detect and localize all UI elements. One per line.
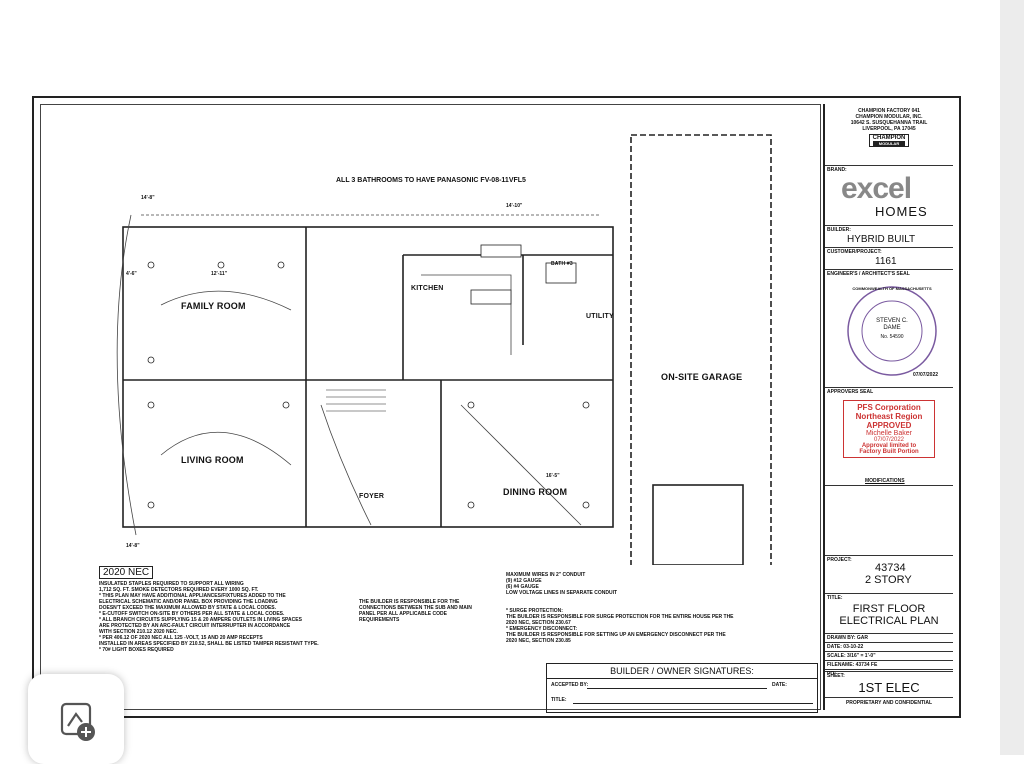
champion-logo: CHAMPION MODULAR (868, 134, 910, 147)
room-dining: DINING ROOM (503, 487, 568, 497)
dim-label: 12'-11" (211, 271, 228, 277)
approvers-cell: APPROVERS SEAL PFS Corporation Northeast… (825, 388, 953, 486)
kitchen-island (470, 289, 512, 305)
room-utility: UTILITY (586, 313, 614, 320)
house-outline (122, 226, 614, 528)
conduit-notes: MAXIMUM WIRES IN 2" CONDUIT(9) #12 GAUGE… (506, 572, 618, 596)
drawing-info-cell: DRAWN BY: GAR DATE: 03-10-22 SCALE: 3/16… (825, 634, 953, 677)
room-kitchen: KITCHEN (411, 285, 444, 292)
image-plus-icon (60, 702, 95, 741)
outlet-symbol (467, 501, 475, 509)
room-garage: ON-SITE GARAGE (661, 372, 743, 382)
circuit-living (160, 431, 292, 466)
outlet-symbol (582, 501, 590, 509)
manufacturer-cell: Champion Factory 041 Champion Modular, I… (825, 104, 953, 166)
outlet-symbol (147, 261, 155, 269)
outlet-symbol (147, 356, 155, 364)
plan-area: ALL 3 BATHROOMS TO HAVE PANASONIC FV-08-… (40, 104, 821, 713)
title-cell: TITLE: FIRST FLOOR ELECTRICAL PLAN (825, 594, 953, 634)
stair-curve (320, 404, 372, 526)
circuit-family (160, 290, 292, 311)
builder-cell: BUILDER: HYBRID BUILT (825, 226, 953, 248)
room-foyer: FOYER (359, 493, 385, 500)
engineer-seal (847, 286, 937, 376)
room-living: LIVING ROOM (181, 455, 244, 465)
drawing-sheet: ALL 3 BATHROOMS TO HAVE PANASONIC FV-08-… (32, 96, 961, 718)
room-bath: BATH #3 (551, 261, 573, 267)
plan-header-note: ALL 3 BATHROOMS TO HAVE PANASONIC FV-08-… (336, 177, 526, 184)
dim-label: 4'-6" (126, 271, 137, 277)
dim-label: 14'-8" (141, 195, 155, 201)
room-family: FAMILY ROOM (181, 301, 246, 311)
garage-box (652, 484, 744, 565)
floor-plan (116, 134, 772, 565)
engineer-seal-cell: ENGINEER'S / ARCHITECT'S SEAL COMMONWEAL… (825, 270, 953, 388)
circuit-left (116, 214, 137, 536)
excel-logo: excel (841, 172, 912, 205)
homes-logo: HOMES (875, 204, 928, 219)
modifications-cell (825, 486, 953, 556)
outlet-symbol (582, 401, 590, 409)
pfs-approval-stamp: PFS Corporation Northeast Region APPROVE… (843, 400, 935, 458)
add-image-button[interactable] (28, 674, 124, 764)
photo-edge (1000, 0, 1024, 755)
bath-tub (545, 262, 577, 284)
proprietary-cell: PROPRIETARY AND CONFIDENTIAL (845, 700, 933, 706)
title-block: Champion Factory 041 Champion Modular, I… (823, 104, 953, 710)
nec-notes: INSULATED STAPLES REQUIRED TO SUPPORT AL… (99, 581, 319, 653)
builder-note: THE BUILDER IS RESPONSIBLE FOR THE CONNE… (359, 599, 472, 623)
dim-label: 14'-8" (126, 543, 140, 549)
date-label: DATE: (772, 682, 787, 688)
surge-notes: * SURGE PROTECTION:THE BUILDER IS RESPON… (506, 608, 734, 644)
signature-box: BUILDER / OWNER SIGNATURES: ACCEPTED BY:… (546, 663, 818, 713)
outlet-symbol (282, 401, 290, 409)
title-field-label: TITLE: (551, 697, 567, 703)
outlet-symbol (277, 261, 285, 269)
circuit-kitchen (421, 274, 512, 355)
accepted-by-label: ACCEPTED BY: (551, 682, 589, 688)
project-cell: PROJECT: 43734 2 STORY (825, 556, 953, 594)
nec-label: 2020 NEC (99, 566, 154, 579)
customer-cell: CUSTOMER/PROJECT: 1161 (825, 248, 953, 270)
outlet-symbol (147, 501, 155, 509)
outlet-symbol (217, 261, 225, 269)
dim-label: 16'-5" (546, 473, 560, 479)
kitchen-counter (480, 244, 522, 258)
outlet-symbol (147, 401, 155, 409)
brand-cell: BRAND: excel HOMES (825, 166, 953, 226)
signatures-label: BUILDER / OWNER SIGNATURES: (547, 664, 817, 679)
circuit-dining (460, 404, 582, 526)
outlet-symbol (467, 401, 475, 409)
garage-outline (630, 134, 772, 565)
dim-label: 14'-10" (506, 203, 523, 209)
sheet-cell: SHEET: 1ST ELEC (825, 672, 953, 698)
